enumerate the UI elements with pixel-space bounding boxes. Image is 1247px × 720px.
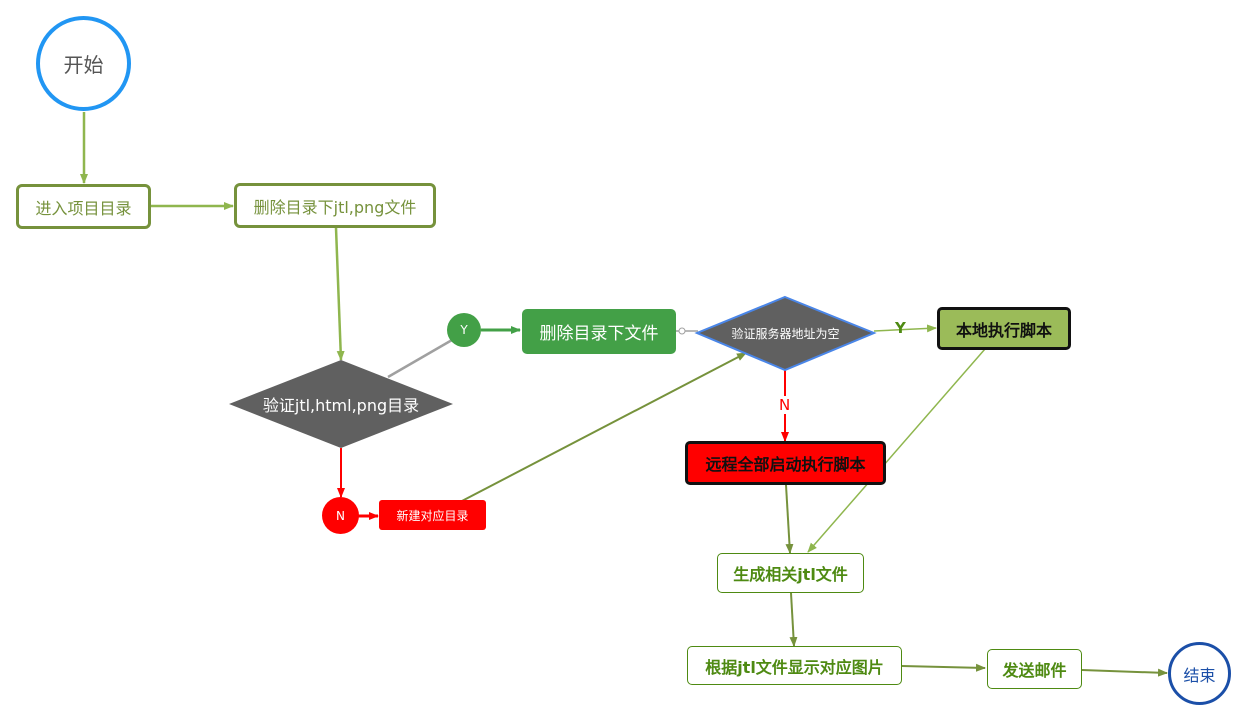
edge-delete-to-verify: [334, 227, 345, 361]
server-yes-label: Y: [895, 319, 906, 337]
enter-dir-label: 进入项目目录: [35, 198, 132, 218]
edge-gen-to-show: [789, 592, 798, 647]
verify-server-label: 验证服务器地址为空: [731, 326, 840, 341]
edge-show-to-mail: [901, 663, 986, 672]
verify-dirs-diamond: [229, 360, 453, 448]
server-no-label: N: [777, 396, 793, 414]
show-images-node: 根据jtl文件显示对应图片: [687, 646, 902, 685]
delete-jtl-png-node: 删除目录下jtl,png文件: [234, 183, 436, 228]
edge-local-to-gen: [807, 348, 986, 553]
gen-jtl-node: 生成相关jtl文件: [717, 553, 864, 593]
remote-exec-node: 远程全部启动执行脚本: [685, 441, 886, 485]
send-mail-node: 发送邮件: [987, 649, 1082, 689]
create-dirs-label: 新建对应目录: [396, 508, 469, 523]
yes-badge-verify-label: Y: [460, 323, 468, 337]
yes-badge-verify: Y: [447, 313, 481, 347]
create-dirs-node: 新建对应目录: [379, 500, 486, 530]
gen-jtl-label: 生成相关jtl文件: [733, 565, 848, 584]
delete-dir-files-node: 删除目录下文件: [522, 309, 676, 354]
edge-mail-to-end: [1081, 668, 1168, 677]
verify-server-label-box: 验证服务器地址为空: [697, 322, 874, 344]
send-mail-label: 发送邮件: [1002, 661, 1067, 680]
end-node: 结束: [1168, 642, 1231, 705]
edge-create-to-server: [459, 352, 747, 503]
edge-connector-dot: [678, 327, 686, 335]
edge-remote-to-gen: [785, 484, 794, 554]
local-exec-node: 本地执行脚本: [937, 307, 1071, 350]
no-badge-verify-label: N: [336, 508, 345, 523]
end-label: 结束: [1183, 665, 1216, 685]
start-node: 开始: [36, 16, 131, 111]
verify-server-diamond: [694, 295, 877, 372]
enter-dir-node: 进入项目目录: [16, 184, 151, 229]
delete-jtl-png-label: 删除目录下jtl,png文件: [253, 197, 417, 217]
delete-dir-files-label: 删除目录下文件: [539, 324, 659, 344]
edge-server-to-local: [873, 324, 937, 333]
local-exec-label: 本地执行脚本: [955, 320, 1052, 340]
verify-dirs-label: 验证jtl,html,png目录: [262, 396, 420, 415]
remote-exec-label: 远程全部启动执行脚本: [705, 455, 866, 474]
show-images-label: 根据jtl文件显示对应图片: [705, 657, 884, 677]
verify-dirs-label-box: 验证jtl,html,png目录: [229, 384, 453, 424]
start-label: 开始: [63, 53, 104, 77]
edge-verify-to-yes: [387, 338, 453, 379]
no-badge-verify: N: [322, 497, 359, 534]
